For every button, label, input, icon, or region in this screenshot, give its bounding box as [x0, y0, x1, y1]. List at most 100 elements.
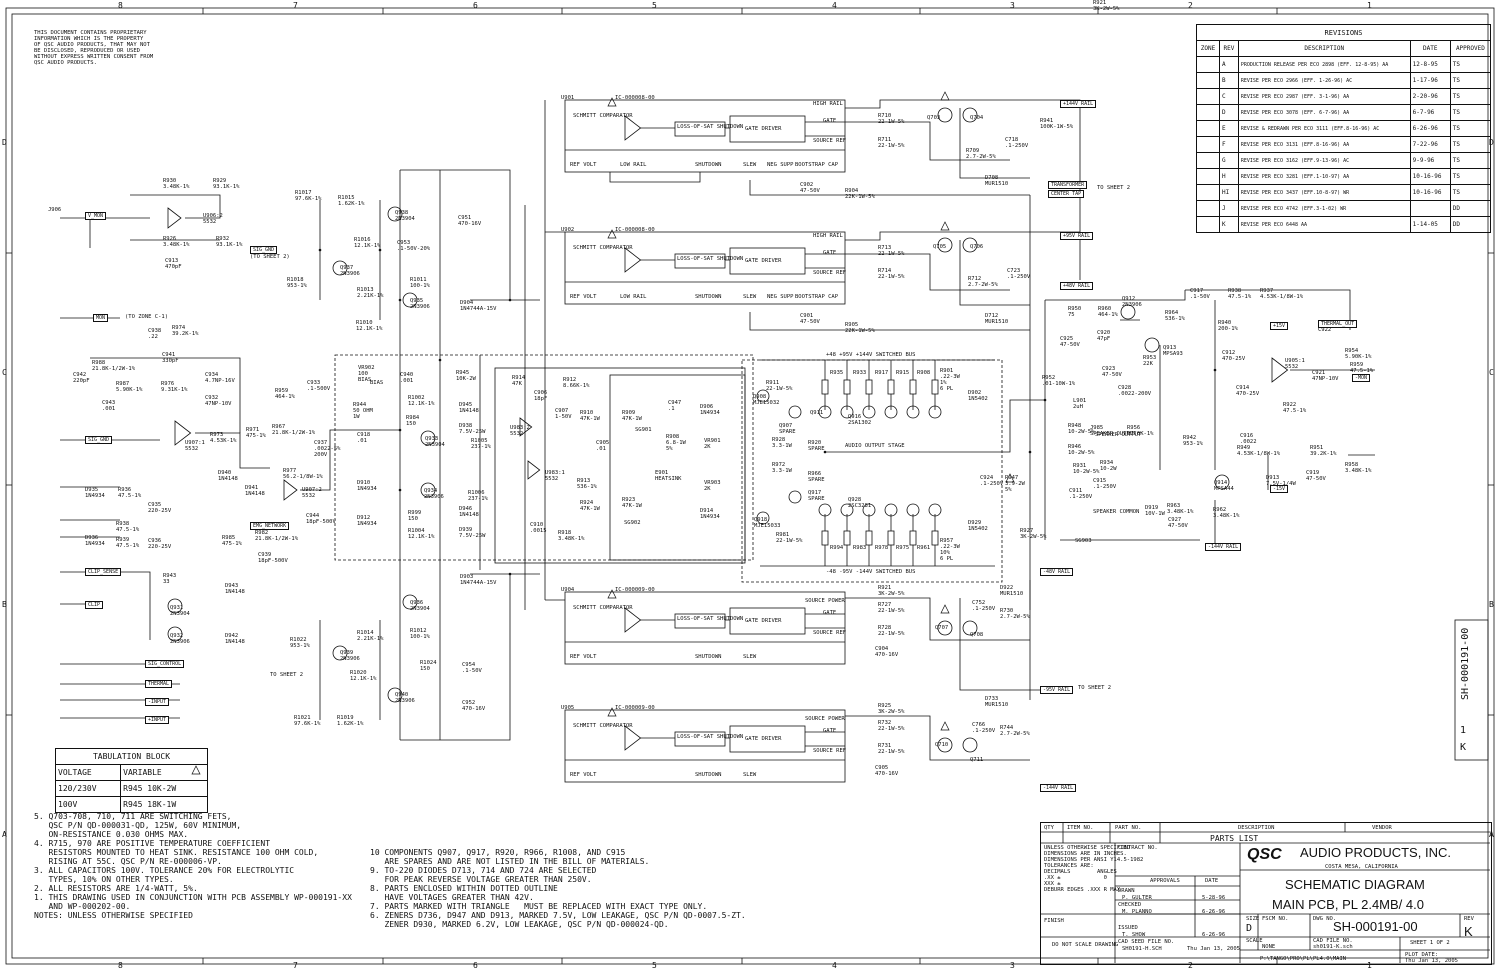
- component-r914: R914 47K: [512, 375, 526, 387]
- component-r913: R913 536-1%: [577, 478, 597, 490]
- ic-u905-ref: U905: [561, 705, 575, 711]
- wire: [845, 121, 1010, 161]
- bias-label: BIAS: [370, 380, 384, 386]
- component-c954: C954 .1-50V: [462, 662, 482, 674]
- component-r925: R925 3K-2W-5%: [878, 703, 905, 715]
- component-r958: R958 3.48K-1%: [1345, 462, 1372, 474]
- component-r1020: R1020 12.1K-1%: [350, 670, 377, 682]
- component-c910: C910 .0015: [530, 522, 547, 534]
- small-transistor: [167, 626, 183, 642]
- zone-bottom-5: 5: [652, 961, 657, 970]
- cad-seed-label: CAD SEED FILE NO.: [1118, 939, 1175, 945]
- notes-right: 10 COMPONENTS Q907, Q917, R920, R966, R1…: [370, 848, 746, 929]
- wire: [130, 194, 221, 219]
- component-r908: R908 6.8-1W 5%: [666, 434, 686, 452]
- ic-u901-gate: GATE DRIVER: [745, 126, 782, 132]
- rev-cell: REVISE PER ECO 3162 (EFF.9-13-96) AC: [1237, 152, 1411, 169]
- safety-triangle-icon: [940, 721, 950, 731]
- plot-date-label: PLOT DATE:: [1405, 952, 1439, 958]
- output-transistor: [906, 405, 920, 419]
- ic-u905-loss: LOSS-OF-SAT SHUTDOWN: [677, 734, 744, 740]
- ic-u905-part: IC-000009-00: [615, 705, 655, 711]
- rev-cell: 6-26-96: [1409, 120, 1451, 137]
- component-c934: C934 4.7NP-16V: [205, 372, 235, 384]
- rev-header: DESCRIPTION: [1237, 40, 1411, 57]
- junction-dot: [318, 248, 322, 252]
- rev-cell: TS: [1449, 120, 1492, 137]
- q914-symbol: [1214, 474, 1230, 490]
- junction-dot: [398, 488, 402, 492]
- zone-right-B: B: [1489, 600, 1494, 609]
- zone-left-D: D: [2, 138, 7, 147]
- component-d939: D939 7.5V-25W: [459, 527, 486, 539]
- component-c718: C718 .1-250V: [1005, 137, 1029, 149]
- component-r949: R949 4.53K-1/8W-1%: [1237, 445, 1281, 457]
- component-c939: C939 18pF-500V: [258, 552, 288, 564]
- rev-header: REV: [1219, 40, 1239, 57]
- to-sheet2-c: TO SHEET 2: [270, 672, 304, 678]
- component-c924: C924 .1-250V: [980, 475, 1004, 487]
- component-r934: R934 10-2W: [1100, 460, 1117, 472]
- rev-value: K: [1464, 924, 1473, 939]
- component-q935: Q935 2N3906: [410, 298, 430, 310]
- component-r1024: R1024 150: [420, 660, 437, 672]
- junction-dot: [1213, 368, 1217, 372]
- component-r1018: R1018 953-1%: [287, 277, 307, 289]
- note-line: HAVE VOLTAGES GREATER THAN 42V.: [370, 893, 534, 902]
- component-c923: C923 47-50V: [1102, 366, 1122, 378]
- wire: [90, 357, 241, 433]
- junction-dot: [823, 450, 827, 454]
- component-r905: R905 22K-1W-5%: [845, 322, 875, 334]
- component-r920: R920 SPARE: [808, 440, 825, 452]
- component-r1014: R1014 2.21K-1%: [357, 630, 384, 642]
- ic-u901-negsupp: NEG SUPP: [767, 162, 794, 168]
- component-r936: R936 47.5-1%: [118, 487, 142, 499]
- component-q933: Q933 2N3904: [425, 436, 445, 448]
- cad-file-label: CAD FILE NO.: [1313, 938, 1353, 944]
- component-r950: R950 75: [1068, 306, 1082, 318]
- finish-label: FINISH: [1044, 918, 1064, 924]
- resistor-body: [909, 379, 917, 395]
- ic-u901-highrail: HIGH RAIL: [813, 101, 843, 107]
- dwg-label: DWG NO.: [1313, 916, 1337, 922]
- component-r967: R967 21.8K-1/2W-1%: [272, 424, 316, 436]
- component-r912: R912 8.66K-1%: [563, 377, 590, 389]
- resistor-body: [909, 530, 917, 546]
- component-q931: Q931 2N3904: [170, 605, 190, 617]
- component-q705: Q705: [933, 244, 947, 250]
- heatsink-region: [609, 374, 746, 561]
- component-r1022: R1022 953-1%: [290, 637, 310, 649]
- note-line: 3. ALL CAPACITORS 100V. TOLERANCE 20% FO…: [34, 866, 295, 875]
- component-r918: R918 3.48K-1%: [558, 530, 585, 542]
- net-sig-gnd: SIG_GND: [85, 436, 113, 444]
- ic-u901-loss: LOSS-OF-SAT SHUTDOWN: [677, 124, 744, 130]
- scale-value: NONE: [1262, 944, 1276, 950]
- spec-line: DIMENSIONS ARE IN INCHES.: [1044, 851, 1127, 857]
- rev-cell: REVISE PER ECO 2987 (EFF. 3-1-96) AA: [1237, 88, 1411, 105]
- component-j985: J985 SPEAKER OUTPUT: [1090, 425, 1137, 437]
- component-d733: D733 MUR1510: [985, 696, 1009, 708]
- net-mon: MON: [93, 314, 109, 322]
- component-q707: Q707: [935, 625, 949, 631]
- output-transistor: [862, 405, 876, 419]
- component-r1010: R1010 12.1K-1%: [356, 320, 383, 332]
- wire: [300, 429, 400, 491]
- component-r1012: R1012 100-1%: [410, 628, 430, 640]
- component-d914: D914 1N4934: [700, 508, 720, 520]
- component-r939: R939 47.5-1%: [116, 537, 140, 549]
- audio-output-stage-label: AUDIO OUTPUT STAGE: [845, 443, 905, 449]
- wire: [195, 432, 270, 469]
- ic-u904-comparator-symbol: [624, 607, 642, 633]
- component-r921: R921 3K-2W-5%: [878, 585, 905, 597]
- spec-line: UNLESS OTHERWISE SPECIFIED: [1044, 845, 1131, 851]
- net-rail: -144V RAIL: [1205, 543, 1242, 551]
- rev-cell: J: [1219, 200, 1239, 217]
- driver-transistor: [756, 389, 770, 403]
- component-c912: C912 470-25V: [1222, 350, 1246, 362]
- ic-u901-lowrail: LOW RAIL: [620, 162, 647, 168]
- component-r727: R727 22-1W-5%: [878, 602, 905, 614]
- component-c922: C922: [1318, 327, 1332, 333]
- net-input: +INPUT: [145, 716, 170, 724]
- output-transistor: [862, 503, 876, 517]
